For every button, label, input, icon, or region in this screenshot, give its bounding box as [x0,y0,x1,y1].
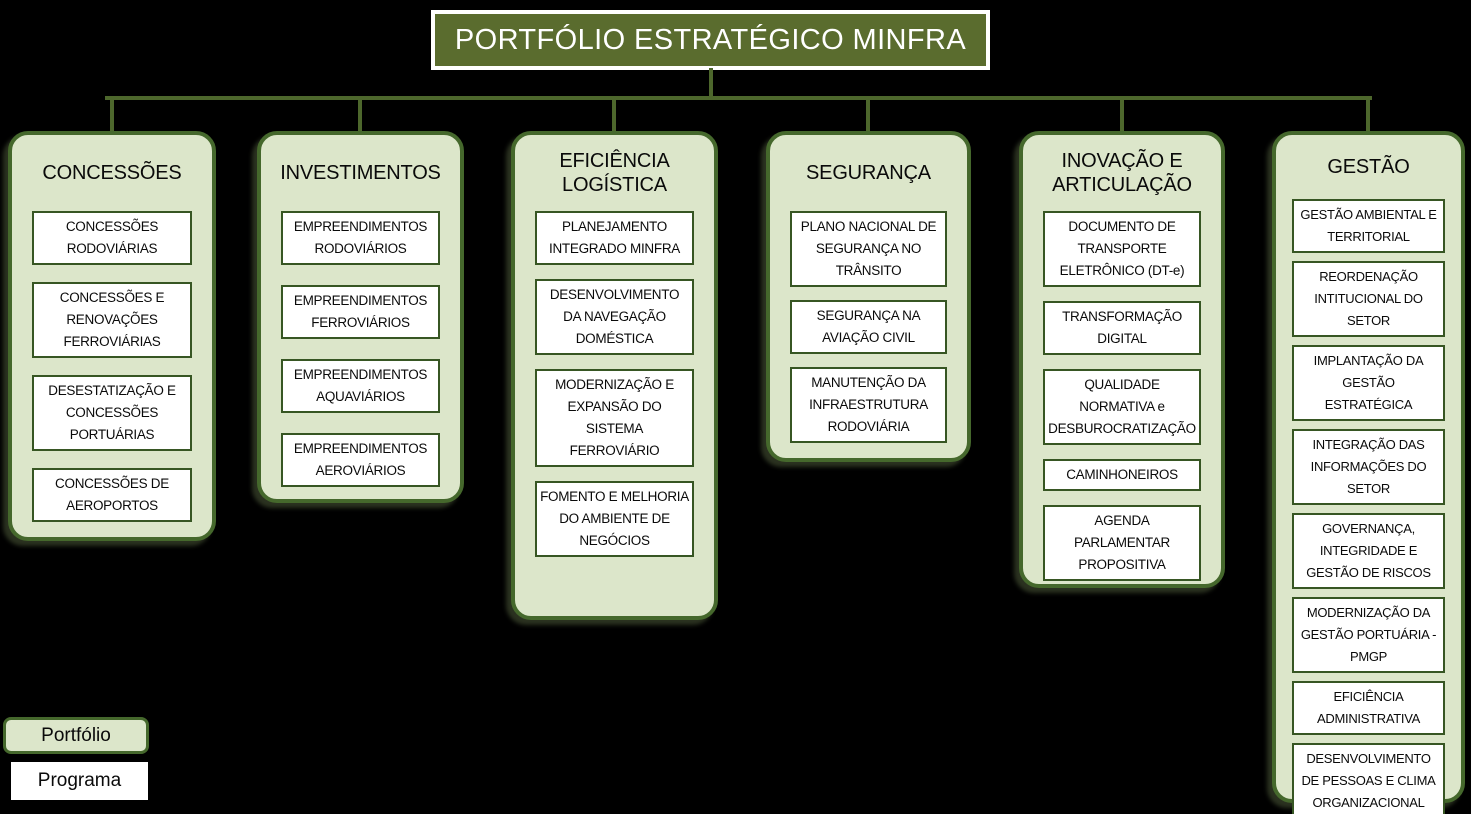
program-box: EMPREENDIMENTOS AQUAVIÁRIOS [281,359,440,413]
column-title: SEGURANÇA [806,162,931,185]
program-box: IMPLANTAÇÃO DA GESTÃO ESTRATÉGICA [1292,345,1445,421]
legend-portfolio-chip: Portfólio [3,717,149,754]
program-box: EMPREENDIMENTOS FERROVIÁRIOS [281,285,440,339]
program-box: FOMENTO E MELHORIA DO AMBIENTE DE NEGÓCI… [535,481,694,557]
connector-drop-6 [1366,98,1370,134]
program-box: PLANO NACIONAL DE SEGURANÇA NO TRÂNSITO [790,211,947,287]
connector-drop-1 [110,98,114,134]
connector-drop-5 [1120,98,1124,134]
program-box: INTEGRAÇÃO DAS INFORMAÇÕES DO SETOR [1292,429,1445,505]
program-box: QUALIDADE NORMATIVA e DESBUROCRATIZAÇÃO [1043,369,1201,445]
connector-bar [105,96,1372,100]
portfolio-banner: PORTFÓLIO ESTRATÉGICO MINFRA [431,10,990,70]
column-title: GESTÃO [1327,156,1410,179]
program-box: SEGURANÇA NA AVIAÇÃO CIVIL [790,300,947,354]
column-title: INVESTIMENTOS [280,162,441,185]
connector-drop-2 [358,98,362,134]
program-box: CONCESSÕES RODOVIÁRIAS [32,211,192,265]
column-title: INOVAÇÃO E ARTICULAÇÃO [1052,150,1192,196]
program-box: GESTÃO AMBIENTAL E TERRITORIAL [1292,199,1445,253]
connector-drop-4 [866,98,870,134]
program-list: PLANEJAMENTO INTEGRADO MINFRA DESENVOLVIM… [515,211,714,557]
program-box: PLANEJAMENTO INTEGRADO MINFRA [535,211,694,265]
legend-programa-chip: Programa [11,762,148,800]
portfolio-column-gestao: GESTÃO GESTÃO AMBIENTAL E TERRITORIAL REO… [1272,131,1465,814]
connector-drop-3 [612,98,616,134]
program-list: DOCUMENTO DE TRANSPORTE ELETRÔNICO (DT-e… [1023,211,1221,581]
program-box: DESESTATIZAÇÃO E CONCESSÕES PORTUÁRIAS [32,375,192,451]
program-box: CONCESSÕES E RENOVAÇÕES FERROVIÁRIAS [32,282,192,358]
portfolio-column-eficiencia-logistica: EFICIÊNCIA LOGÍSTICA PLANEJAMENTO INTEGR… [511,131,718,620]
program-box: EMPREENDIMENTOS AEROVIÁRIOS [281,433,440,487]
program-box: DESENVOLVIMENTO DE PESSOAS E CLIMA ORGAN… [1292,743,1445,814]
program-list: CONCESSÕES RODOVIÁRIAS CONCESSÕES E RENOV… [12,211,212,522]
banner-title: PORTFÓLIO ESTRATÉGICO MINFRA [454,23,967,56]
program-list: EMPREENDIMENTOS RODOVIÁRIOS EMPREENDIMENT… [261,211,460,487]
legend-portfolio-label: Portfólio [41,724,111,746]
program-box: TRANSFORMAÇÃO DIGITAL [1043,301,1201,355]
program-box: GOVERNANÇA, INTEGRIDADE E GESTÃO DE RISC… [1292,513,1445,589]
column-title: EFICIÊNCIA LOGÍSTICA [559,150,670,196]
program-box: MODERNIZAÇÃO E EXPANSÃO DO SISTEMA FERRO… [535,369,694,467]
program-box: MODERNIZAÇÃO DA GESTÃO PORTUÁRIA - PMGP [1292,597,1445,673]
program-box: DESENVOLVIMENTO DA NAVEGAÇÃO DOMÉSTICA [535,279,694,355]
program-box: MANUTENÇÃO DA INFRAESTRUTURA RODOVIÁRIA [790,367,947,443]
program-box: EMPREENDIMENTOS RODOVIÁRIOS [281,211,440,265]
portfolio-column-investimentos: INVESTIMENTOS EMPREENDIMENTOS RODOVIÁRIO… [257,131,464,503]
program-box: EFICIÊNCIA ADMINISTRATIVA [1292,681,1445,735]
program-box: CONCESSÕES DE AEROPORTOS [32,468,192,522]
portfolio-column-inovacao-articulacao: INOVAÇÃO E ARTICULAÇÃO DOCUMENTO DE TRAN… [1019,131,1225,588]
column-title: CONCESSÕES [42,162,182,185]
legend-programa-label: Programa [37,770,122,791]
connector-trunk [709,68,713,98]
program-box: AGENDA PARLAMENTAR PROPOSITIVA [1043,505,1201,581]
program-list: GESTÃO AMBIENTAL E TERRITORIAL REORDENAÇÃ… [1276,199,1461,814]
program-box: CAMINHONEIROS [1043,459,1201,491]
program-box: REORDENAÇÃO INTITUCIONAL DO SETOR [1292,261,1445,337]
program-box: DOCUMENTO DE TRANSPORTE ELETRÔNICO (DT-e… [1043,211,1201,287]
program-list: PLANO NACIONAL DE SEGURANÇA NO TRÂNSITO S… [770,211,967,443]
portfolio-column-seguranca: SEGURANÇA PLANO NACIONAL DE SEGURANÇA NO… [766,131,971,462]
